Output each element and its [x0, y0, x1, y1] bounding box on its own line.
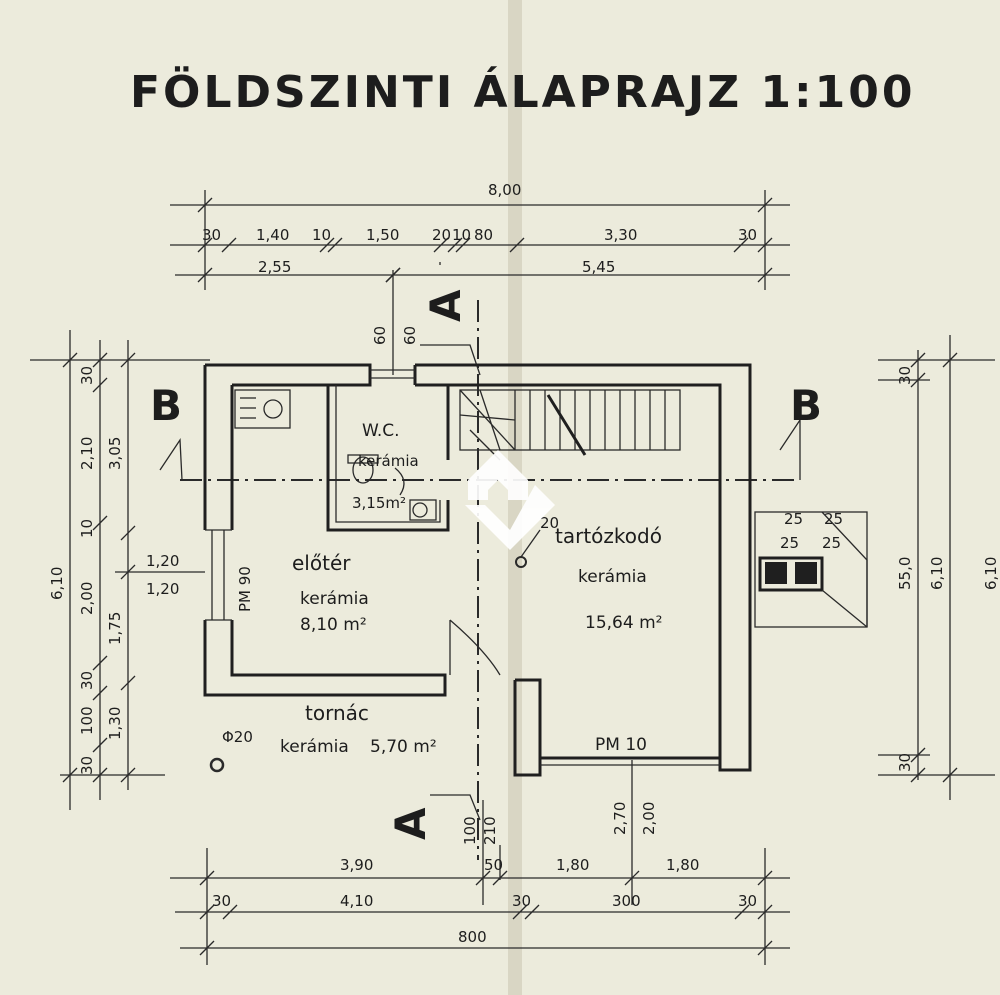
watermark-logo-icon: [465, 450, 555, 550]
dim-right-inner: 55,0: [896, 557, 914, 590]
dim-bottom-vert-3: 2,70: [611, 802, 629, 835]
dim-top-5: 20: [432, 226, 451, 244]
dim-left-outer: 6,10: [48, 567, 66, 600]
dim-bottom-overall: 800: [458, 928, 487, 946]
right-dimensions: 30 55,0 30 6,10 6,10: [878, 335, 1000, 800]
staircase: [459, 389, 681, 461]
dim-left-mid-5: 30: [78, 671, 96, 690]
room-wc-name: W.C.: [362, 421, 400, 441]
dim-window-2: 1,20: [146, 580, 179, 598]
dim-top-8: 3,30: [604, 226, 637, 244]
dim-bottom-row1-1: 3,90: [340, 856, 373, 874]
dim-top-1: 30: [202, 226, 221, 244]
room-eloter-area: 8,10 m²: [300, 615, 367, 635]
room-eloter-name: előtér: [292, 551, 351, 575]
dim-top-2: 1,40: [256, 226, 289, 244]
room-eloter-pm: PM 90: [236, 566, 254, 612]
chimney-block: 25 25 25 25: [754, 510, 868, 628]
dim-bottom-vert-1: 100: [461, 816, 479, 845]
dim-top-7: 80: [474, 226, 493, 244]
bottom-dimensions: 3,90 50 1,80 1,80 30 4,10 30 300 30 800 …: [170, 760, 790, 965]
dim-bottom-row1-3: 1,80: [556, 856, 589, 874]
dim-left-mid-4: 2,00: [78, 582, 96, 615]
room-tornac: tornác kerámia 5,70 m² Φ20: [209, 701, 437, 773]
dim-bottom-vert-4: 2,00: [640, 802, 658, 835]
section-a-bottom-label: A: [386, 807, 435, 840]
chimney-dim-4: 25: [822, 534, 841, 552]
room-eloter-floor: kerámia: [300, 589, 369, 609]
dim-bottom-vert-2: 210: [481, 816, 499, 845]
dim-bottom-row2-1: 30: [212, 892, 231, 910]
chimney-dim-3: 25: [780, 534, 799, 552]
dim-left-mid-6: 100: [78, 706, 96, 735]
column-dim-20: 20: [540, 514, 559, 532]
dim-left-mid-3: 10: [78, 519, 96, 538]
dim-left-mid-2: 2,10: [78, 437, 96, 470]
dim-top-4: 1,50: [366, 226, 399, 244]
room-tartozkodo-floor: kerámia: [578, 567, 647, 587]
room-tornac-floor: kerámia: [280, 737, 349, 757]
section-lines: A A B B: [150, 289, 822, 860]
building-walls: [203, 363, 752, 777]
dim-right-edge: 6,10: [982, 557, 1000, 590]
dim-right-small-1: 30: [896, 366, 914, 385]
room-wc-floor: kerámia: [358, 452, 419, 470]
chimney-dim-2: 25: [824, 510, 843, 528]
room-tornac-area: 5,70 m²: [370, 737, 437, 757]
page-title: FÖLDSZINTI ÁLAPRAJZ 1:100: [130, 65, 916, 118]
dim-left-inner-1: 3,05: [106, 437, 124, 470]
dim-left-inner-3: 1,30: [106, 707, 124, 740]
dim-top-6: 10: [452, 226, 471, 244]
dim-bottom-row2-2: 4,10: [340, 892, 373, 910]
room-tartozkodo-pm: PM 10: [595, 735, 647, 755]
dim-window-1: 1,20: [146, 552, 179, 570]
dim-top-row3-2: 5,45: [582, 258, 615, 276]
room-tartozkodo-name: tartózkodó: [555, 524, 662, 548]
dim-left-mid-7: 30: [78, 756, 96, 775]
dim-top-9: 30: [738, 226, 757, 244]
section-a-top-label: A: [421, 289, 470, 322]
room-wc: W.C. kerámia 3,15m²: [352, 421, 419, 512]
room-tartozkodo: tartózkodó kerámia 15,64 m² PM 10 20: [515, 514, 662, 755]
section-b-right-label: B: [790, 381, 822, 430]
top-dimensions: 8,00 30 1,40 10 1,50 20 10 80 3,30 30 2,…: [170, 181, 790, 375]
dim-bottom-row2-3: 30: [512, 892, 531, 910]
section-b-left-label: B: [150, 381, 182, 430]
left-dimensions: 6,10 30 2,10 10 2,00 30 100 30 3,05 1,75…: [30, 330, 210, 810]
dim-top-3: 10: [312, 226, 331, 244]
room-tornac-name: tornác: [305, 701, 369, 725]
dim-left-mid-1: 30: [78, 366, 96, 385]
dim-left-inner-2: 1,75: [106, 612, 124, 645]
room-wc-area: 3,15m²: [352, 494, 406, 512]
dim-bottom-row2-5: 30: [738, 892, 757, 910]
dim-vert-60-1: 60: [371, 326, 389, 345]
dim-right-small-2: 30: [896, 753, 914, 772]
room-eloter: előtér kerámia 8,10 m² PM 90: [236, 551, 369, 635]
dim-overall-top: 8,00: [488, 181, 521, 199]
dim-bottom-row1-2: 50: [484, 856, 503, 874]
chimney-dim-1: 25: [784, 510, 803, 528]
room-tornac-post: Φ20: [222, 728, 253, 746]
room-tartozkodo-area: 15,64 m²: [585, 613, 662, 633]
dim-bottom-row1-4: 1,80: [666, 856, 699, 874]
dim-vert-60-2: 60: [401, 326, 419, 345]
dim-right-outer: 6,10: [928, 557, 946, 590]
dim-top-row3-1: 2,55: [258, 258, 291, 276]
dim-bottom-row2-4: 300: [612, 892, 641, 910]
